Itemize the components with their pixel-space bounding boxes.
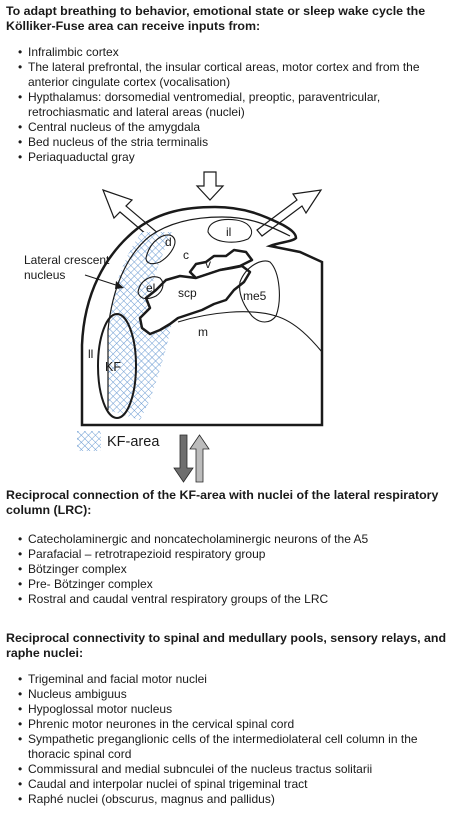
list-item: Hypthalamus: dorsomedial ventromedial, p… xyxy=(12,90,452,120)
label-ll: ll xyxy=(88,347,93,361)
connectivity-section: Reciprocal connectivity to spinal and me… xyxy=(6,631,452,807)
input-arrow-right xyxy=(256,189,323,237)
inputs-section: To adapt breathing to behavior, emotiona… xyxy=(6,4,452,165)
connectivity-heading: Reciprocal connectivity to spinal and me… xyxy=(6,631,447,660)
reciprocal-arrow-down xyxy=(173,434,194,483)
list-item: Nucleus ambiguus xyxy=(12,687,452,702)
input-arrow-top xyxy=(195,171,225,201)
list-item: Central nucleus of the amygdala xyxy=(12,120,452,135)
inputs-list: Infralimbic cortex The lateral prefronta… xyxy=(12,45,452,165)
lrc-section: Reciprocal connection of the KF-area wit… xyxy=(6,488,452,607)
label-kf: KF xyxy=(105,360,121,374)
nucleus-il xyxy=(207,218,253,243)
legend-label: KF-area xyxy=(107,434,160,450)
motor-region-line xyxy=(177,311,323,353)
label-v: v xyxy=(205,257,211,271)
list-item: The lateral prefrontal, the insular cort… xyxy=(12,60,452,90)
list-item: Bed nucleus of the stria terminalis xyxy=(12,135,452,150)
list-item: Raphé nuclei (obscurus, magnus and palli… xyxy=(12,792,452,807)
list-item: Parafacial – retrotrapezioid respiratory… xyxy=(12,547,452,562)
label-c: c xyxy=(183,248,189,262)
lrc-list: Catecholaminergic and noncatecholaminerg… xyxy=(12,532,452,607)
list-item: Phrenic motor neurones in the cervical s… xyxy=(12,717,452,732)
list-item: Pre- Bötzinger complex xyxy=(12,577,452,592)
list-item: Rostral and caudal ventral respiratory g… xyxy=(12,592,452,607)
nucleus-d xyxy=(145,234,176,265)
brainstem-outline xyxy=(80,205,324,427)
reciprocal-arrow-up xyxy=(189,434,210,483)
lrc-heading: Reciprocal connection of the KF-area wit… xyxy=(6,488,439,517)
list-item: Sympathetic preganglionic cells of the i… xyxy=(12,732,452,762)
nucleus-kf xyxy=(97,313,137,419)
nucleus-el xyxy=(137,276,164,300)
crescent-pointer-head xyxy=(115,281,124,289)
label-nucleus: nucleus xyxy=(24,268,65,282)
nucleus-scp xyxy=(138,264,252,336)
label-el: el xyxy=(146,281,155,295)
label-me5: me5 xyxy=(243,289,267,303)
legend-swatch xyxy=(77,431,101,451)
list-item: Infralimbic cortex xyxy=(12,45,452,60)
label-lateral-crescent: Lateral crescent xyxy=(24,253,110,267)
list-item: Catecholaminergic and noncatecholaminerg… xyxy=(12,532,452,547)
inputs-heading: To adapt breathing to behavior, emotiona… xyxy=(6,4,426,33)
list-item: Commissural and medial subnculei of the … xyxy=(12,762,452,777)
kf-area-diagram: d il c v el scp me5 m ll KF Lateral cres… xyxy=(24,171,324,483)
list-item: Periaquaductal gray xyxy=(12,150,452,165)
label-m: m xyxy=(198,325,208,339)
label-scp: scp xyxy=(178,286,197,300)
label-d: d xyxy=(165,235,172,249)
connectivity-list: Trigeminal and facial motor nuclei Nucle… xyxy=(12,672,452,807)
list-item: Hypoglossal motor nucleus xyxy=(12,702,452,717)
crescent-inner-edge xyxy=(107,216,291,410)
list-item: Trigeminal and facial motor nuclei xyxy=(12,672,452,687)
list-item: Bötzinger complex xyxy=(12,562,452,577)
label-il: il xyxy=(226,225,231,239)
list-item: Caudal and interpolar nuclei of spinal t… xyxy=(12,777,452,792)
